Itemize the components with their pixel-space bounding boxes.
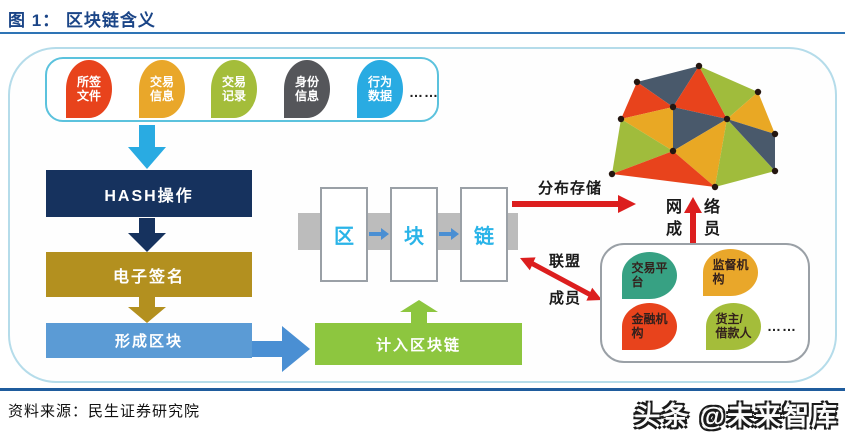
source-caption: 资料来源：民生证券研究院 xyxy=(8,402,201,420)
arrow-right-blue-icon xyxy=(252,326,310,372)
member-droplet-financial-institution: 金融机 构 xyxy=(622,303,677,350)
chain-box-block2: 块 xyxy=(390,187,438,282)
form-block-box: 形成区块 xyxy=(46,323,252,358)
input-droplet-transaction-info: 交易 信息 xyxy=(139,60,185,118)
alliance-members-label-bottom: 成员 xyxy=(549,290,582,307)
record-to-blockchain-box: 计入区块链 xyxy=(315,323,522,365)
member-droplet-regulator: 监督机 构 xyxy=(703,249,758,296)
digital-signature-box: 电子签名 xyxy=(46,252,252,297)
alliance-members-label-top: 联盟 xyxy=(549,253,582,270)
arrow-down-cyan-icon xyxy=(128,125,166,169)
network-mesh-illustration xyxy=(608,62,779,191)
arrow-double-red-icon xyxy=(520,257,602,301)
arrow-right-small-icon xyxy=(439,228,459,240)
chain-box-block3: 链 xyxy=(460,187,508,282)
members-ellipsis: …… xyxy=(767,318,797,334)
input-droplet-transaction-records: 交易 记录 xyxy=(211,60,257,118)
figure-title: 图 1： 区块链含义 xyxy=(8,11,156,30)
distributed-storage-label: 分布存储 xyxy=(538,180,603,197)
title-underline xyxy=(0,32,845,34)
arrow-right-small-icon xyxy=(369,228,389,240)
bottom-rule xyxy=(0,388,845,391)
network-members-left-chars: 网 成 xyxy=(666,199,683,238)
network-members-label-group: 网 成 络 员 xyxy=(666,197,720,243)
chain-box-block1: 区 xyxy=(320,187,368,282)
arrow-up-red-icon xyxy=(684,197,703,243)
arrow-right-red-icon xyxy=(512,195,636,213)
hash-operation-box: HASH操作 xyxy=(46,170,252,217)
arrow-up-green-icon xyxy=(400,300,438,323)
network-members-right-chars: 络 员 xyxy=(704,199,721,238)
member-droplet-trading-platform: 交易平 台 xyxy=(622,252,677,299)
input-droplet-behavior-data: 行为 数据 xyxy=(357,60,403,118)
arrow-down-navy-icon xyxy=(128,218,166,252)
input-droplet-signed-docs: 所签 文件 xyxy=(66,60,112,118)
arrow-down-gold-icon xyxy=(128,297,166,323)
input-droplet-identity-info: 身份 信息 xyxy=(284,60,330,118)
watermark-text: 头条 @未来智库 xyxy=(634,401,839,431)
input-ellipsis: …… xyxy=(409,84,439,100)
member-droplet-owner-borrower: 货主/ 借款人 xyxy=(706,303,761,350)
